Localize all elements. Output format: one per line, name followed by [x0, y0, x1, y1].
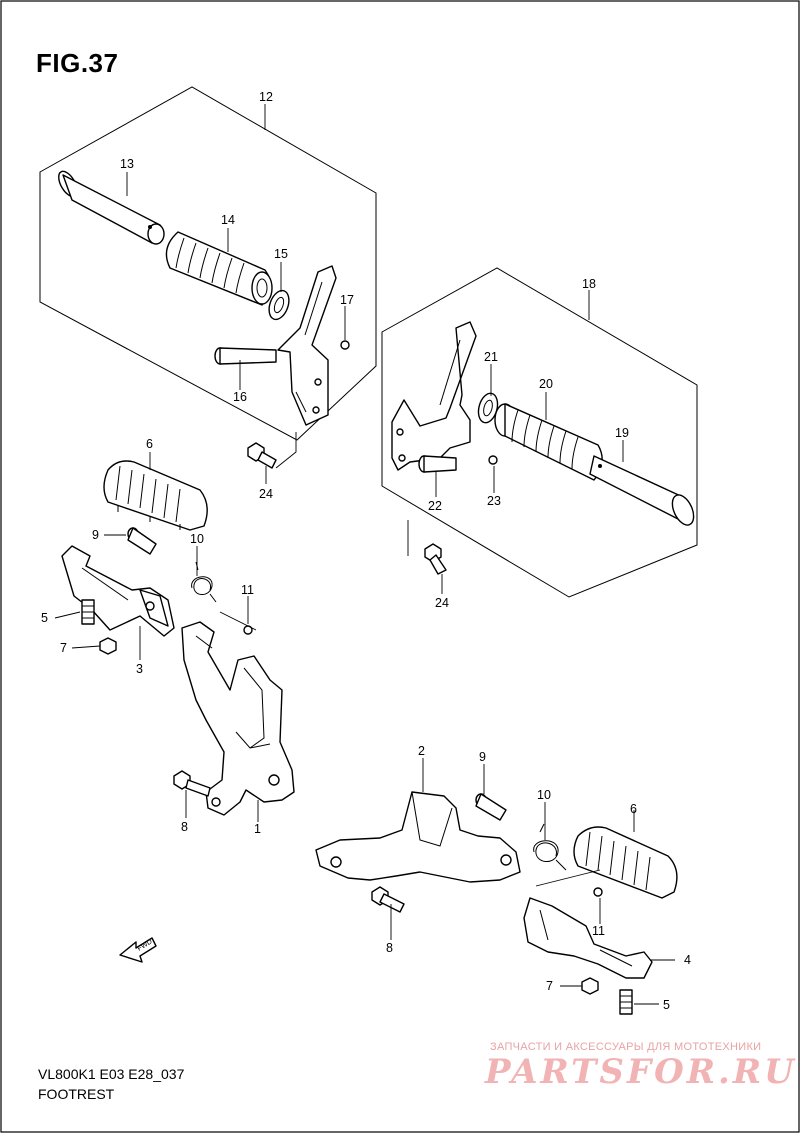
part-5-bolt-right [619, 989, 633, 1015]
callout-11-left: 11 [241, 583, 254, 597]
part-6-footrest-rubber-right [573, 826, 678, 899]
callout-3: 3 [136, 662, 143, 676]
part-6-footrest-rubber-left [103, 460, 208, 531]
part-24-bolt-left [247, 442, 277, 469]
callout-17: 17 [340, 293, 354, 307]
part-16-bolt [214, 347, 277, 365]
callout-labels: 12 13 14 15 17 16 24 18 21 20 19 22 23 2… [41, 90, 691, 1012]
callout-24-right: 24 [435, 596, 449, 610]
watermark-logo: PARTSFOR.RU [485, 1052, 797, 1092]
callout-7-right: 7 [546, 979, 553, 993]
section-name: FOOTREST [38, 1086, 115, 1102]
callout-5-left: 5 [41, 611, 48, 625]
part-8-bolt-right [371, 886, 405, 913]
model-code: VL800K1 E03 E28_037 [38, 1066, 185, 1082]
assembly-box-12 [39, 86, 377, 441]
callout-2: 2 [418, 744, 425, 758]
figure-title: FIG.37 [36, 48, 119, 78]
part-3-footrest-bracket [61, 545, 175, 637]
callout-20: 20 [539, 377, 553, 391]
callout-11-right: 11 [592, 924, 605, 938]
callout-9-right: 9 [479, 750, 486, 764]
part-10-spring-right [533, 823, 567, 871]
part-8-bolt-left [173, 770, 211, 797]
callout-10-left: 10 [190, 532, 204, 546]
part-10-spring-left [191, 561, 217, 603]
callout-6-left: 6 [146, 437, 153, 451]
callout-21: 21 [484, 350, 498, 364]
callout-6-right: 6 [630, 802, 637, 816]
part-4-footrest-bracket [523, 897, 653, 979]
watermark-caption: ЗАПЧАСТИ И АКСЕССУАРЫ ДЛЯ МОТОТЕХНИКИ [490, 1041, 762, 1053]
part-24-bolt-right [424, 543, 447, 575]
part-11-clip-right [593, 887, 603, 897]
part-7-nut-left [99, 637, 117, 655]
callout-5-right: 5 [663, 998, 670, 1012]
assembly-box-18 [381, 267, 698, 598]
part-2-footrest-holder [315, 791, 521, 883]
leader-lines [54, 104, 675, 1005]
footrest-bracket-right-upper [391, 321, 477, 471]
callout-16: 16 [233, 390, 247, 404]
part-22-bolt [418, 455, 457, 473]
callout-9-left: 9 [92, 528, 99, 542]
callout-19: 19 [615, 426, 629, 440]
part-7-nut-right [581, 977, 599, 995]
part-17-clip [340, 340, 350, 350]
callout-7-left: 7 [60, 641, 67, 655]
callout-12: 12 [259, 90, 273, 104]
forward-direction-arrow: FWD [119, 937, 157, 963]
callout-4: 4 [684, 953, 691, 967]
part-20-footrest-rubber [494, 403, 603, 481]
callout-8-left: 8 [181, 820, 188, 834]
callout-8-right: 8 [386, 941, 393, 955]
callout-22: 22 [428, 499, 442, 513]
part-14-footrest-rubber [165, 231, 273, 306]
part-9-pin-right [475, 793, 507, 821]
callout-14: 14 [221, 213, 235, 227]
part-1-footrest-holder [181, 621, 295, 816]
callout-10-right: 10 [537, 788, 551, 802]
callout-24-left: 24 [259, 487, 273, 501]
part-5-bolt-left [81, 599, 95, 625]
callout-1: 1 [254, 822, 261, 836]
callout-23: 23 [487, 494, 501, 508]
part-23-clip [488, 455, 498, 465]
part-19-footrest-shaft [589, 455, 695, 526]
callout-18: 18 [582, 277, 596, 291]
callout-15: 15 [274, 247, 288, 261]
part-15-washer [268, 289, 290, 321]
callout-13: 13 [120, 157, 134, 171]
part-13-footrest-shaft [58, 170, 165, 245]
footrest-bracket-left-upper [277, 265, 337, 426]
part-9-pin-left [127, 527, 157, 555]
